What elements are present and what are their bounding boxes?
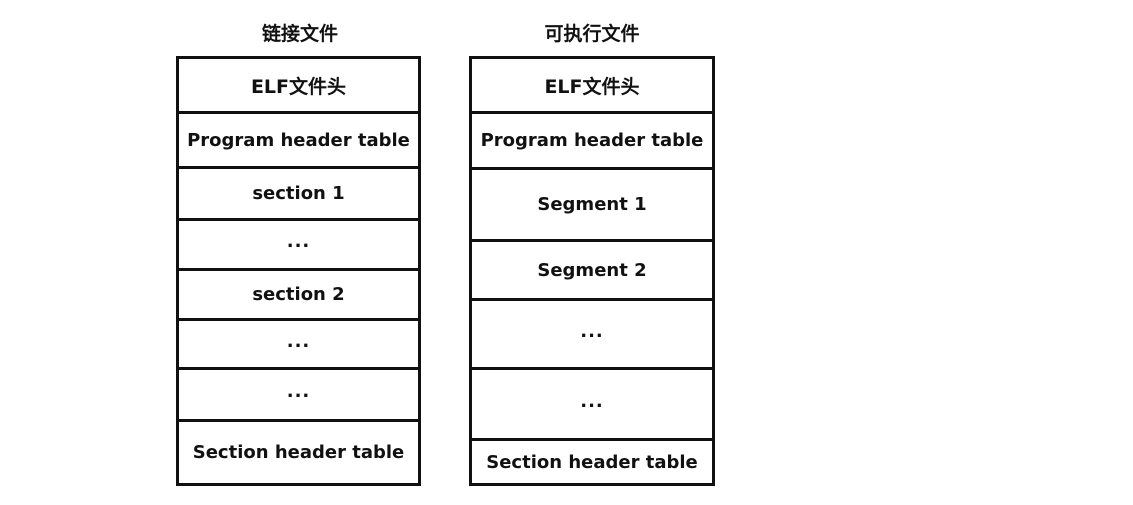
ellipsis-block: ... <box>179 321 418 370</box>
elf-header-block: ELF文件头 <box>179 59 418 114</box>
segment-1-block: Segment 1 <box>472 170 712 242</box>
ellipsis-block: ... <box>179 221 418 271</box>
section-2-block: section 2 <box>179 271 418 321</box>
execution-view-stack: ELF文件头 Program header table Segment 1 Se… <box>469 56 715 486</box>
ellipsis-block: ... <box>472 301 712 370</box>
ellipsis-block: ... <box>472 370 712 441</box>
ellipsis-block: ... <box>179 370 418 422</box>
linking-view-stack: ELF文件头 Program header table section 1 ..… <box>176 56 421 486</box>
segment-2-block: Segment 2 <box>472 242 712 301</box>
program-header-table-block: Program header table <box>179 114 418 169</box>
section-header-table-block: Section header table <box>486 451 698 473</box>
section-header-table-block: Section header table <box>192 442 405 463</box>
program-header-table-block: Program header table <box>472 114 712 170</box>
execution-view-title: 可执行文件 <box>544 23 640 45</box>
section-1-block: section 1 <box>179 169 418 221</box>
elf-header-block: ELF文件头 <box>472 59 712 114</box>
linking-view-title: 链接文件 <box>261 23 338 45</box>
